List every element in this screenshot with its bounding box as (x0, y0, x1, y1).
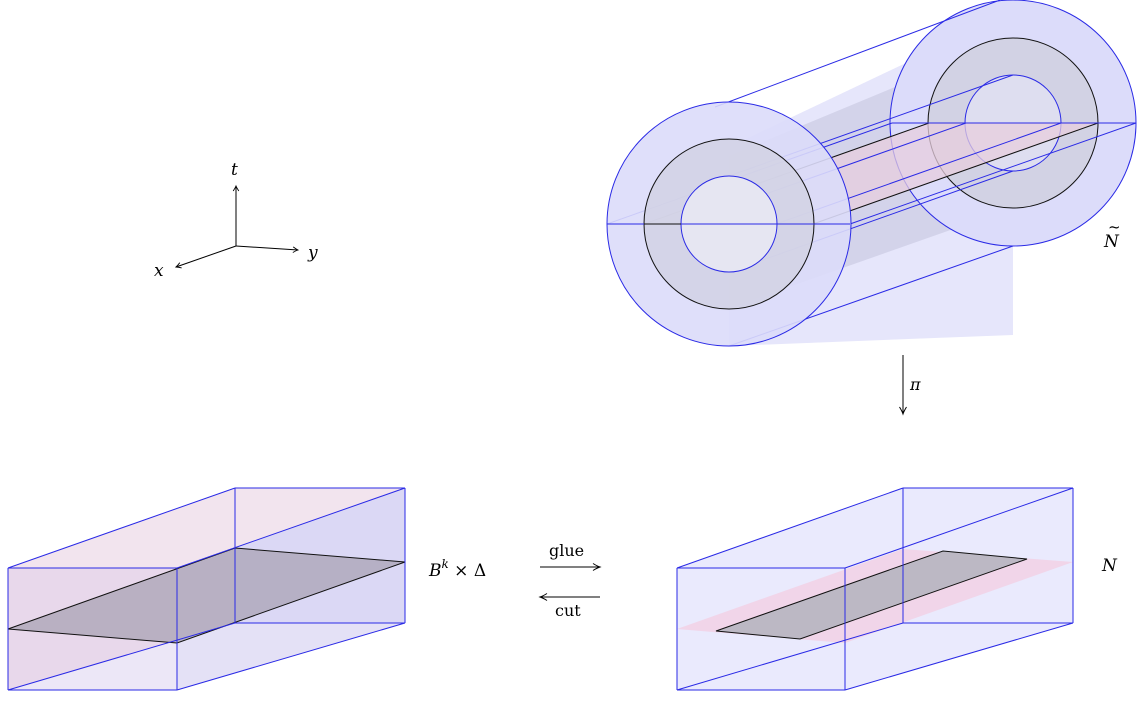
box-n (676, 487, 1074, 691)
left-box-top-face (8, 488, 405, 568)
pi-map: π (899, 355, 921, 416)
n-tilde-label: N ~ (1103, 218, 1121, 252)
bk-delta-label: Bk × Δ (428, 557, 486, 581)
cylinder-top-edge (714, 0, 1001, 108)
left-box-edge-11 (7, 622, 236, 691)
bk-rest: × Δ (449, 561, 486, 581)
right-box-gray-sheet (715, 550, 1028, 640)
bk-sup: k (442, 557, 449, 571)
n-tilde-letter: N (1103, 232, 1120, 252)
right-box-edge-3 (844, 487, 1074, 569)
n-label: N (1101, 556, 1118, 576)
left-box-edge-3 (176, 487, 406, 569)
t-axis-label: t (231, 160, 238, 180)
right-box-edge-10 (844, 622, 1074, 691)
y-axis-label: y (307, 243, 318, 263)
right-box-edge-1 (676, 487, 904, 569)
x-axis-label: x (154, 261, 164, 281)
x-axis (174, 245, 237, 269)
cylinder-n-tilde (606, 0, 1137, 347)
left-box-edge-10 (176, 622, 406, 691)
axes-diagram: t y x (154, 160, 318, 281)
right-box-edge-11 (676, 622, 904, 691)
n-tilde-mark: ~ (1108, 218, 1121, 236)
box-bk-delta (7, 487, 406, 691)
glue-label: glue (549, 541, 584, 560)
left-box-edge-1 (7, 487, 236, 569)
sheet-far-right (849, 122, 1137, 225)
bk-base: B (428, 561, 442, 581)
cut-label: cut (555, 601, 581, 620)
y-axis (235, 245, 300, 253)
pi-label: π (909, 375, 921, 394)
sheet-mid-right (812, 122, 1099, 225)
glue-cut-maps: glue cut (538, 541, 602, 620)
